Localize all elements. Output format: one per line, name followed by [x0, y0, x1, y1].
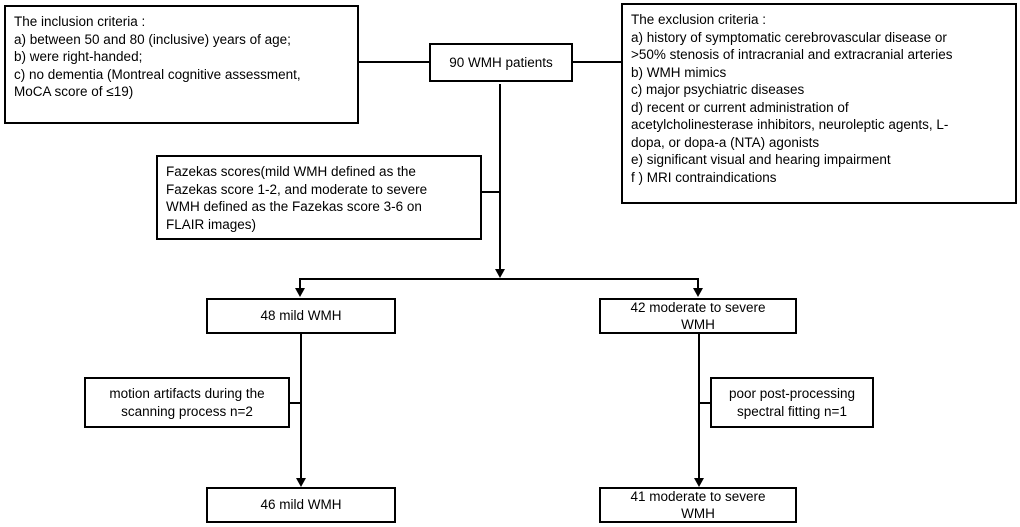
connector-fazekas-to-stem: [480, 191, 501, 193]
node-42-moderate-severe-wmh: 42 moderate to severe WMH: [599, 298, 797, 334]
node-41-moderate-severe-wmh: 41 moderate to severe WMH: [599, 487, 797, 523]
severe-41-label: 41 moderate to severe WMH: [630, 488, 766, 522]
connector-motion-artifacts-tick: [289, 402, 302, 404]
node-fazekas-scores: Fazekas scores(mild WMH defined as the F…: [156, 155, 482, 240]
connector-cohort-to-exclusion: [571, 61, 623, 63]
node-motion-artifacts-excluded: motion artifacts during the scanning pro…: [84, 377, 290, 428]
poor-fitting-label: poor post-processing spectral fitting n=…: [728, 386, 856, 419]
exclusion-criteria-text: The exclusion criteria : a) history of s…: [631, 12, 953, 185]
severe-42-label: 42 moderate to severe WMH: [630, 299, 766, 333]
connector-split-right: [697, 278, 699, 292]
arrowhead-cohort-stem: [495, 269, 505, 278]
connector-severe-42-to-41: [698, 334, 700, 480]
node-exclusion-criteria: The exclusion criteria : a) history of s…: [621, 3, 1017, 204]
motion-artifacts-label: motion artifacts during the scanning pro…: [109, 386, 265, 419]
arrowhead-mild-46: [296, 478, 306, 487]
cohort-label: 90 WMH patients: [449, 54, 553, 70]
connector-mild-48-to-46: [300, 334, 302, 480]
fazekas-scores-text: Fazekas scores(mild WMH defined as the F…: [166, 164, 428, 232]
node-46-mild-wmh: 46 mild WMH: [206, 487, 396, 523]
node-inclusion-criteria: The inclusion criteria : a) between 50 a…: [4, 5, 359, 124]
connector-split-left: [299, 278, 301, 292]
arrowhead-split-right: [693, 288, 703, 297]
mild-46-label: 46 mild WMH: [260, 497, 342, 513]
connector-cohort-stem: [499, 84, 501, 271]
arrowhead-split-left: [295, 288, 305, 297]
node-poor-fitting-excluded: poor post-processing spectral fitting n=…: [710, 377, 874, 428]
connector-split-bar: [299, 278, 699, 280]
arrowhead-severe-41: [694, 478, 704, 487]
node-cohort-90-wmh: 90 WMH patients: [429, 43, 573, 82]
node-48-mild-wmh: 48 mild WMH: [206, 298, 396, 334]
mild-48-label: 48 mild WMH: [260, 308, 342, 324]
connector-poor-fitting-tick: [698, 402, 712, 404]
inclusion-criteria-text: The inclusion criteria : a) between 50 a…: [14, 14, 301, 99]
connector-inclusion-to-cohort: [357, 61, 431, 63]
